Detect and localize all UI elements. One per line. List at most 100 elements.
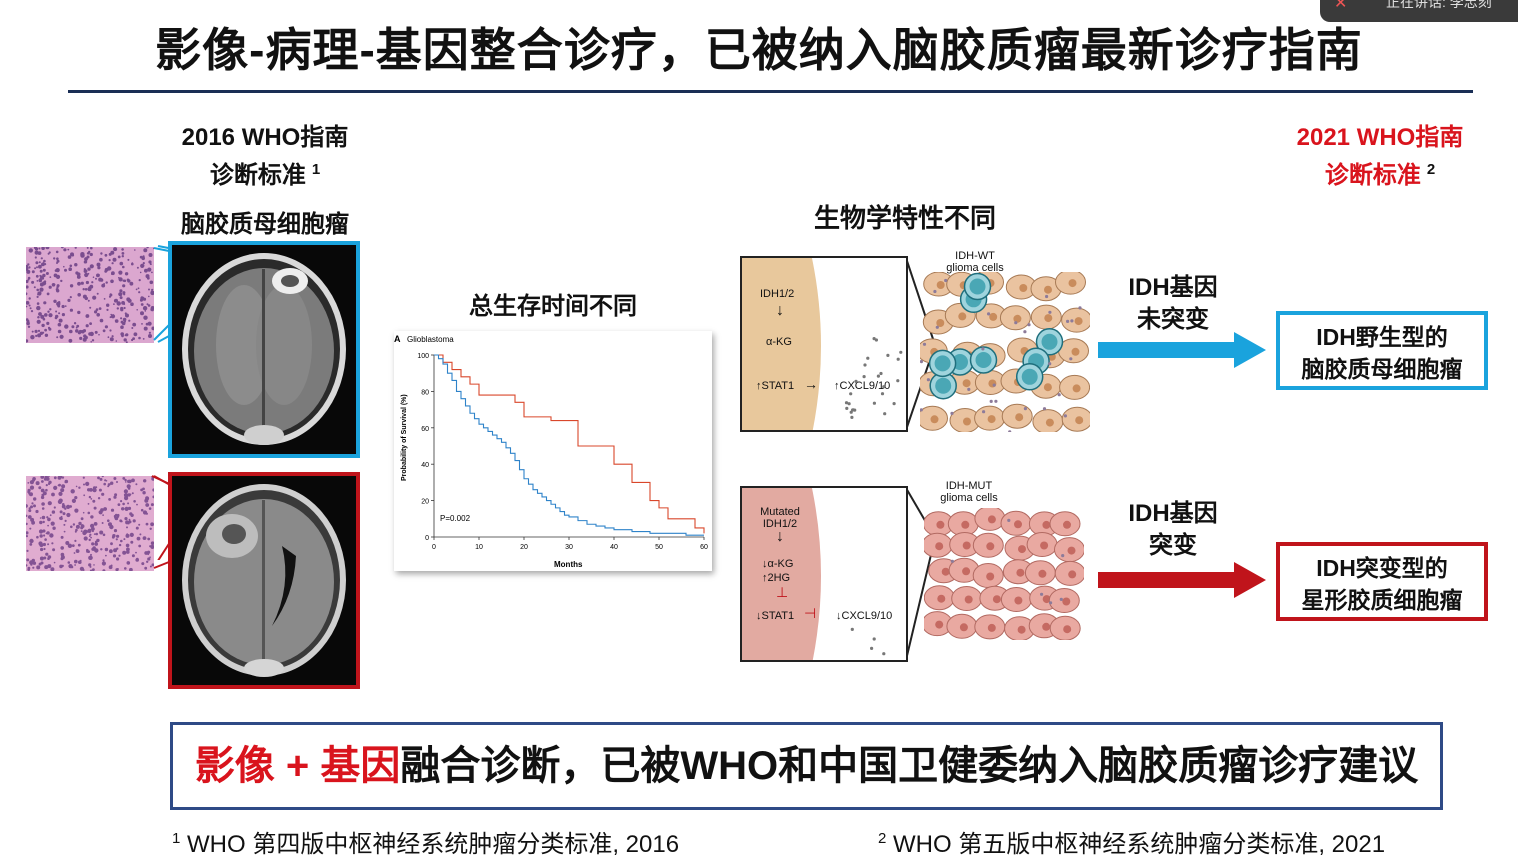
wt-arrow-down-icon: ↓ xyxy=(776,302,784,319)
nucleus-dot xyxy=(146,560,149,563)
nucleus-dot xyxy=(130,302,134,306)
chemokine-dot xyxy=(880,392,885,396)
nucleus-dot xyxy=(125,481,127,483)
nucleus-dot xyxy=(33,245,38,250)
nucleus-dot xyxy=(140,508,144,512)
mut-arrow-down-icon: ↓ xyxy=(776,528,784,545)
nucleus-dot xyxy=(147,550,151,554)
nucleus-dot xyxy=(116,301,121,306)
nucleus-dot xyxy=(148,331,151,334)
nucleus-dot xyxy=(42,331,45,334)
nucleus-dot xyxy=(35,274,39,278)
nucleus-dot xyxy=(41,502,45,506)
cell-nucleus xyxy=(962,541,971,550)
nucleus-dot xyxy=(143,248,148,253)
nucleus-dot xyxy=(127,258,130,261)
chemokine-dot xyxy=(1008,430,1012,432)
nucleus-dot xyxy=(132,322,137,327)
nucleus-dot xyxy=(48,480,52,484)
nucleus-dot xyxy=(89,533,92,536)
nucleus-dot xyxy=(50,521,55,526)
nucleus-dot xyxy=(126,561,131,565)
cell-nucleus xyxy=(1042,622,1051,631)
chemokine-dot xyxy=(1040,592,1044,596)
nucleus-dot xyxy=(147,537,151,541)
nucleus-dot xyxy=(84,288,88,291)
nucleus-dot xyxy=(142,297,147,301)
nucleus-dot xyxy=(142,536,147,540)
nucleus-dot xyxy=(25,522,28,526)
nucleus-dot xyxy=(56,259,60,263)
cell-nucleus xyxy=(1014,596,1023,605)
nucleus-dot xyxy=(67,255,72,259)
nucleus-dot xyxy=(39,534,43,538)
nucleus-dot xyxy=(98,333,100,336)
nucleus-dot xyxy=(109,337,114,342)
nucleus-dot xyxy=(87,267,91,271)
survival-chart: A Glioblastoma Probability of Survival (… xyxy=(394,334,708,569)
nucleus-dot xyxy=(63,265,65,268)
nucleus-dot xyxy=(55,310,58,313)
nucleus-dot xyxy=(75,329,79,333)
cell-nucleus xyxy=(1075,416,1084,425)
chemokine-dot xyxy=(1042,407,1047,411)
nucleus-dot xyxy=(150,541,155,545)
chemokine-dot xyxy=(879,371,883,376)
chemokine-dot xyxy=(935,325,939,329)
nucleus-dot xyxy=(109,293,113,297)
left-guideline-year: 2016 WHO指南 xyxy=(181,124,349,151)
chemokine-dot xyxy=(944,278,948,283)
chemokine-dot xyxy=(847,402,851,406)
chemokine-dot xyxy=(872,401,876,405)
nucleus-dot xyxy=(103,283,105,285)
nucleus-dot xyxy=(28,248,33,253)
mut-arrow-icon xyxy=(1098,562,1266,598)
nucleus-dot xyxy=(118,276,120,279)
nucleus-dot xyxy=(124,334,127,337)
nucleus-dot xyxy=(88,555,93,560)
nucleus-dot xyxy=(45,484,48,487)
nucleus-dot xyxy=(69,329,73,334)
cell-nucleus xyxy=(1072,384,1081,393)
nucleus-dot xyxy=(68,267,72,271)
nucleus-dot xyxy=(24,504,28,508)
nucleus-dot xyxy=(147,321,152,326)
chemokine-dot xyxy=(1014,321,1018,325)
nucleus-dot xyxy=(86,548,89,552)
nucleus-dot xyxy=(118,543,122,547)
nucleus-dot xyxy=(56,289,60,293)
nucleus-dot xyxy=(80,559,82,562)
nucleus-dot xyxy=(57,329,62,334)
cell-nucleus xyxy=(987,623,996,632)
nucleus-dot xyxy=(145,522,149,526)
nucleus-dot xyxy=(141,562,145,566)
nucleus-dot xyxy=(47,543,50,546)
nucleus-dot xyxy=(132,519,136,523)
cell-nucleus xyxy=(987,415,996,424)
cell-nucleus xyxy=(1044,285,1052,294)
nucleus-dot xyxy=(60,515,63,518)
nucleus-dot xyxy=(65,541,70,545)
nucleus-dot xyxy=(60,245,64,249)
nucleus-dot xyxy=(92,295,97,300)
cell-nucleus xyxy=(936,281,945,289)
nucleus-dot xyxy=(91,530,94,533)
nucleus-dot xyxy=(30,335,35,340)
chemokine-dot xyxy=(1069,357,1073,361)
nucleus-dot xyxy=(35,509,39,514)
nucleus-dot xyxy=(41,480,44,483)
chart-title: Glioblastoma xyxy=(407,335,454,344)
nucleus-dot xyxy=(74,508,79,513)
nucleus-dot xyxy=(87,272,90,275)
nucleus-dot xyxy=(86,255,90,259)
nucleus-dot xyxy=(146,246,149,249)
wt-result-line-1: IDH野生型的 xyxy=(1316,324,1448,350)
chemokine-dot xyxy=(982,410,986,414)
nucleus-dot xyxy=(141,323,143,325)
nucleus-dot xyxy=(95,277,97,280)
chart-x-tick-label: 60 xyxy=(700,544,708,551)
chart-x-tick-label: 40 xyxy=(610,544,618,551)
nucleus-dot xyxy=(126,533,129,535)
